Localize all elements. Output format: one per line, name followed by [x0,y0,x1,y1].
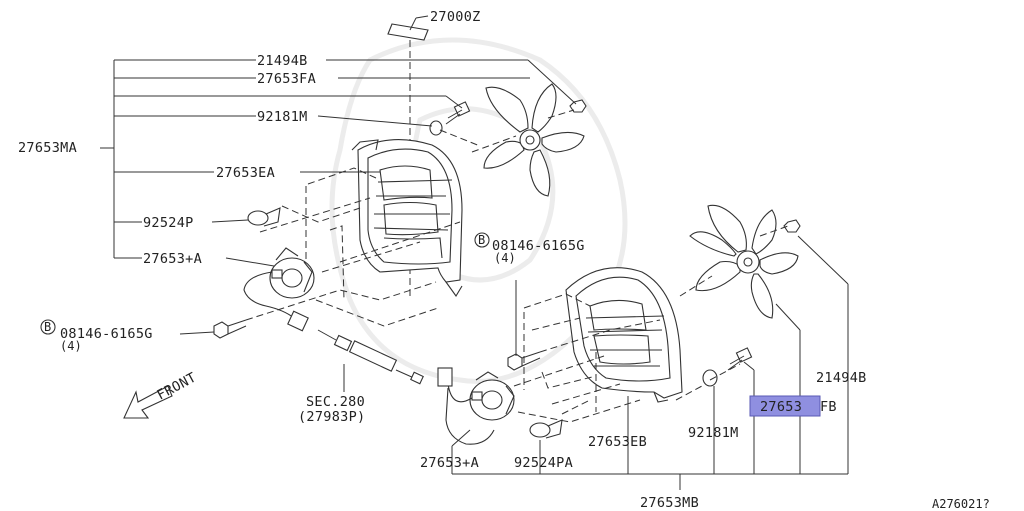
shroud-upper-part [351,139,463,298]
label-27653A-bottom: 27653+A [420,455,479,471]
label-27653MA: 27653MA [18,140,77,156]
connector-lower-part [437,367,453,387]
wire-lower-part [445,383,495,445]
bolt-b-marker-center [474,232,490,248]
bolt-lower-right-part [702,347,753,387]
leader-lines [100,15,849,490]
bolt-center-part [507,351,541,371]
clip-lower-part [529,419,563,439]
label-diagram-ref: A276021? [932,497,990,511]
marker-b-left-letter: B [44,320,51,334]
clip-upper-part [247,207,281,227]
label-sec280: SEC.280 [306,394,365,410]
label-front: FRONT [154,370,199,404]
label-sticker-part [387,23,429,41]
label-27653FB-highlighted: 27653 [760,399,802,415]
label-92181M-bottom: 92181M [688,425,739,441]
bolt-b-marker-left [40,319,56,335]
label-27653EA: 27653EA [216,165,275,181]
highlight-27653FB [749,395,821,417]
connector-upper-part [287,310,309,332]
label-27000Z: 27000Z [430,9,481,25]
bolt-left-part [213,319,247,339]
label-27653MB: 27653MB [640,495,699,511]
shroud-lower-part [565,267,683,403]
nut-lower-part [783,219,801,233]
motor-lower-part [469,371,515,421]
label-21494B-top: 21494B [257,53,308,69]
marker-b-center-letter: B [478,233,485,247]
upper-assembly [213,23,587,339]
label-27653FA: 27653FA [257,71,316,87]
fan-lower-part [689,204,799,319]
fan-upper-part [483,83,585,197]
label-27653A-top: 27653+A [143,251,202,267]
label-bolt-center-qty: (4) [494,251,516,265]
label-92524PA: 92524PA [514,455,573,471]
label-92524P: 92524P [143,215,194,231]
label-92181M-top: 92181M [257,109,308,125]
label-bolt-left: 08146-6165G [60,326,153,342]
motor-upper-part [269,247,315,299]
harness-sec280-part [317,329,424,385]
label-21494B-bottom: 21494B [816,370,867,386]
label-27653EB: 27653EB [588,434,647,450]
label-sec280-part: (27983P) [298,409,365,425]
wire-upper-part [243,271,295,319]
lower-assembly [317,204,801,445]
front-arrow-icon [123,385,173,419]
label-bolt-left-qty: (4) [60,339,82,353]
label-bolt-center: 08146-6165G [492,238,585,254]
label-27653FB-suffix: FB [820,399,837,415]
nut-upper-part [569,99,587,113]
bolt-upper-part [429,101,471,136]
